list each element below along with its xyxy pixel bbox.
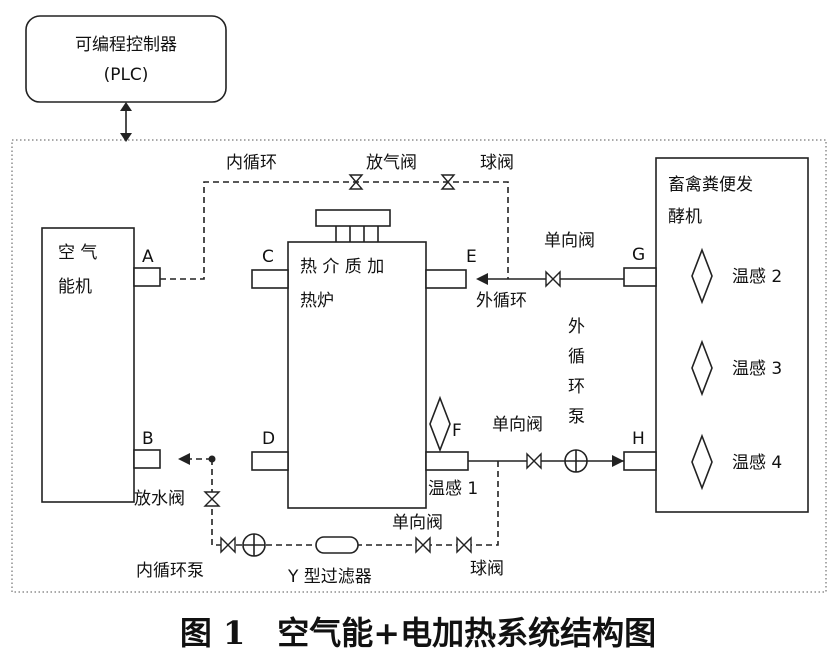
- ball-valve-bottom-icon: [456, 536, 465, 554]
- ball-valve-top-icon: [440, 174, 456, 184]
- heater-label-1: 热 介 质 加: [300, 257, 384, 277]
- plc-block: 可编程控制器 (PLC): [25, 15, 227, 103]
- manure-fermenter: 畜禽粪便发 酵机 G H 温感 2 温感 3 温感 4: [623, 157, 809, 513]
- heater-label-2: 热炉: [300, 291, 334, 311]
- port-g: [623, 267, 657, 287]
- outer-pump-label-2: 循: [568, 347, 585, 367]
- temp-sensor-4-icon: [691, 433, 713, 491]
- vent-valve-label: 放气阀: [366, 153, 417, 173]
- temp-sensor-3-icon: [691, 339, 713, 397]
- drain-valve-label: 放水阀: [134, 489, 185, 509]
- plc-box: [25, 15, 227, 103]
- check-valve-mid-label: 单向阀: [492, 415, 543, 435]
- plc-link-arrow: [120, 102, 132, 142]
- fermenter-box: [655, 157, 809, 513]
- y-filter-label: Y 型过滤器: [287, 567, 372, 587]
- port-c-label: C: [262, 247, 274, 267]
- temp-sensor-3-label: 温感 3: [732, 359, 782, 379]
- temp-sensor-2-label: 温感 2: [732, 267, 782, 287]
- temp-sensor-1-label: 温感 1: [428, 479, 478, 499]
- plc-title: 可编程控制器: [75, 35, 177, 55]
- plc-abbr: (PLC): [104, 65, 149, 85]
- fermenter-label-2: 酵机: [668, 207, 702, 227]
- port-d: [251, 451, 289, 471]
- drain-valve-icon: [203, 491, 221, 500]
- port-a-label: A: [142, 247, 154, 267]
- temp-sensor-2-icon: [691, 247, 713, 305]
- heater-body: [287, 241, 427, 509]
- outer-loop-supply-pipe: 单向阀 外 循 环 泵 温感 1: [428, 317, 624, 499]
- air-unit-label-1: 空 气: [58, 243, 97, 263]
- check-valve-mid-icon: [526, 452, 535, 470]
- inner-loop-bottom-pipe: 放水阀 内循环泵 Y 型过滤器 单向阀 球阀: [134, 453, 504, 587]
- figure-caption: 图 1 空气能+电加热系统结构图: [180, 614, 656, 652]
- port-b-label: B: [142, 429, 154, 449]
- outer-pump-label-3: 环: [568, 377, 585, 397]
- port-h: [623, 451, 657, 471]
- port-a: [133, 267, 161, 287]
- port-h-label: H: [632, 429, 645, 449]
- heater-cap: [315, 209, 391, 227]
- temp-sensor-1-icon: [429, 395, 451, 453]
- port-e-label: E: [466, 247, 477, 267]
- flow-arrow-icon: [476, 273, 488, 285]
- ball-valve-top-label: 球阀: [480, 153, 514, 173]
- port-d-label: D: [262, 429, 275, 449]
- system-boundary: [11, 139, 827, 593]
- ball-valve-bottom-label: 球阀: [470, 559, 504, 579]
- inner-loop-top-pipe: 内循环 放气阀 球阀: [160, 153, 514, 280]
- check-valve-bottom-label: 单向阀: [392, 513, 443, 533]
- vent-valve-icon: [348, 174, 364, 184]
- port-b: [133, 449, 161, 469]
- drain-arrow-icon: [178, 453, 190, 465]
- air-unit-label-2: 能机: [58, 277, 92, 297]
- heat-medium-heater: 热 介 质 加 热炉 C D E F: [251, 209, 477, 509]
- check-valve-bottom-icon: [415, 536, 424, 554]
- port-f-label: F: [452, 421, 462, 441]
- fermenter-label-1: 畜禽粪便发: [668, 175, 753, 195]
- outer-pump-label-4: 泵: [568, 407, 585, 427]
- port-g-label: G: [632, 245, 645, 265]
- air-energy-unit: 空 气 能机 A B: [41, 227, 161, 503]
- check-valve-top-label: 单向阀: [544, 231, 595, 251]
- air-unit-box: [41, 227, 135, 503]
- inner-pump-label: 内循环泵: [136, 561, 204, 581]
- inner-valve-icon: [220, 536, 229, 554]
- port-c: [251, 269, 289, 289]
- port-f: [425, 451, 469, 471]
- check-valve-top-icon: [545, 270, 554, 288]
- port-e: [425, 269, 467, 289]
- temp-sensor-4-label: 温感 4: [732, 453, 782, 473]
- outer-loop-label: 外循环: [476, 291, 527, 311]
- outer-loop-return-pipe: 单向阀 外循环: [476, 231, 624, 311]
- y-filter-icon: [315, 536, 359, 554]
- inner-loop-label: 内循环: [226, 153, 277, 173]
- outer-pump-label-1: 外: [568, 317, 585, 337]
